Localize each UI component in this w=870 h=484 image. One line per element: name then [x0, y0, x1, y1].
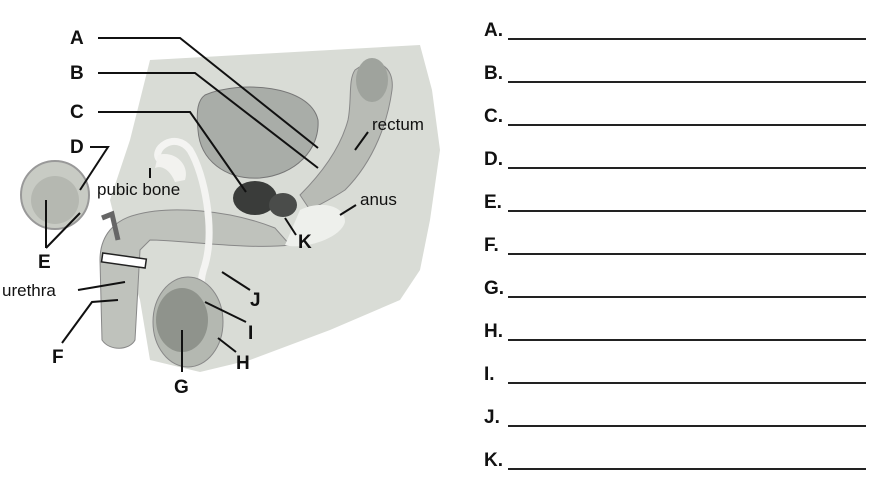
answer-row-F: F. — [478, 225, 870, 259]
rectum-top — [356, 58, 388, 102]
answer-letter: I. — [484, 364, 495, 386]
label-J: J — [250, 290, 261, 311]
answer-blank[interactable] — [508, 425, 866, 427]
answer-row-D: D. — [478, 139, 870, 173]
answer-row-H: H. — [478, 311, 870, 345]
answer-letter: F. — [484, 235, 499, 257]
answer-blank[interactable] — [508, 382, 866, 384]
label-rectum: rectum — [372, 115, 424, 134]
answer-letter: G. — [484, 278, 504, 300]
label-F: F — [52, 347, 64, 368]
seminal-vesicle — [269, 193, 297, 217]
answer-blank[interactable] — [508, 167, 866, 169]
answer-row-G: G. — [478, 268, 870, 302]
answer-letter: H. — [484, 321, 503, 343]
label-C: C — [70, 102, 84, 123]
label-K: K — [298, 232, 312, 253]
answer-row-J: J. — [478, 397, 870, 431]
answer-row-I: I. — [478, 354, 870, 388]
answer-blank[interactable] — [508, 339, 866, 341]
label-I: I — [248, 323, 253, 344]
answer-list: A. B. C. D. E. F. G. H. I. J. K. — [478, 6, 870, 484]
inset-inner — [31, 176, 79, 224]
answer-letter: D. — [484, 149, 503, 171]
answer-blank[interactable] — [508, 38, 866, 40]
label-pubic-bone: pubic bone — [97, 180, 180, 199]
answer-row-E: E. — [478, 182, 870, 216]
answer-blank[interactable] — [508, 296, 866, 298]
answer-letter: J. — [484, 407, 500, 429]
label-B: B — [70, 63, 84, 84]
label-G: G — [174, 377, 189, 398]
answer-letter: E. — [484, 192, 502, 214]
label-E: E — [38, 252, 51, 273]
label-H: H — [236, 353, 250, 374]
diagram-svg: A B C D E F G H I J K rectum anus pubic … — [0, 0, 470, 484]
answer-row-B: B. — [478, 53, 870, 87]
answer-blank[interactable] — [508, 468, 866, 470]
label-A: A — [70, 28, 84, 49]
answer-letter: A. — [484, 20, 503, 42]
answer-blank[interactable] — [508, 210, 866, 212]
answer-row-C: C. — [478, 96, 870, 130]
anatomy-diagram: A B C D E F G H I J K rectum anus pubic … — [0, 0, 470, 484]
answer-blank[interactable] — [508, 81, 866, 83]
label-urethra: urethra — [2, 281, 56, 300]
answer-letter: C. — [484, 106, 503, 128]
label-D: D — [70, 137, 84, 158]
answer-blank[interactable] — [508, 124, 866, 126]
answer-letter: B. — [484, 63, 503, 85]
answer-row-K: K. — [478, 440, 870, 474]
answer-blank[interactable] — [508, 253, 866, 255]
label-anus: anus — [360, 190, 397, 209]
answer-row-A: A. — [478, 10, 870, 44]
answer-letter: K. — [484, 450, 503, 472]
